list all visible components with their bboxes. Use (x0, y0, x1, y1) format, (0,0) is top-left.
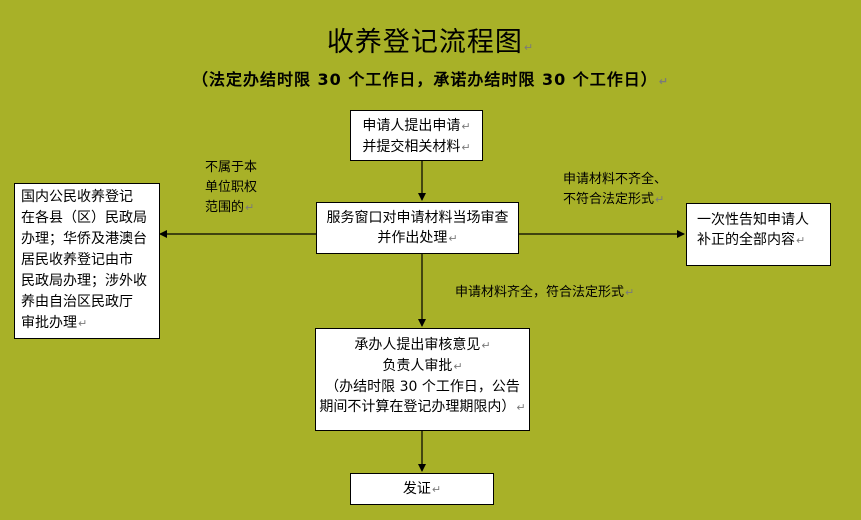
label-complete: 申请材料齐全，符合法定形式↵ (455, 283, 634, 303)
node-line: 发证↵ (402, 481, 442, 497)
node-line: 民政局办理；涉外收 (21, 273, 147, 289)
node-line: 负责人审批↵ (382, 358, 463, 374)
paragraph-mark-icon: ↵ (523, 41, 535, 54)
node-line: 申请人提出申请↵ (362, 118, 471, 134)
label-line: 单位职权 (205, 180, 258, 195)
node-line: 在各县（区）民政局 (21, 210, 147, 226)
subtitle-text: （法定办结时限 30 个工作日，承诺办结时限 30 个工作日） (191, 70, 658, 89)
label-line: 不属于本 (205, 160, 258, 175)
node-apply: 申请人提出申请↵ 并提交相关材料↵ (350, 110, 483, 161)
label-not-jurisdiction: 不属于本 单位职权 范围的↵ (205, 158, 257, 218)
node-line: 审批办理↵ (21, 315, 88, 331)
node-right-notify: 一次性告知申请人 补正的全部内容↵ (686, 203, 831, 266)
node-line: 并提交相关材料↵ (362, 139, 471, 155)
node-line: 养由自治区民政厅 (21, 294, 133, 310)
node-line: 并作出处理↵ (377, 230, 458, 246)
node-line: 期间不计算在登记办理期限内）↵ (319, 399, 526, 415)
node-line: 补正的全部内容↵ (697, 232, 806, 248)
label-line: 不符合法定形式↵ (563, 192, 665, 207)
label-line: 申请材料齐全，符合法定形式↵ (455, 285, 635, 300)
label-incomplete: 申请材料不齐全、 不符合法定形式↵ (563, 170, 667, 210)
node-certificate: 发证↵ (350, 473, 494, 505)
page-subtitle: （法定办结时限 30 个工作日，承诺办结时限 30 个工作日）↵ (0, 66, 861, 90)
node-line: 承办人提出审核意见↵ (354, 337, 491, 353)
label-line: 范围的↵ (205, 200, 255, 215)
node-line: （办结时限 30 个工作日，公告 (325, 379, 520, 395)
page-title: 收养登记流程图↵ (0, 20, 861, 59)
node-approve: 承办人提出审核意见↵ 负责人审批↵ （办结时限 30 个工作日，公告 期间不计算… (315, 328, 530, 431)
node-review: 服务窗口对申请材料当场审查 并作出处理↵ (316, 202, 519, 254)
node-line: 居民收养登记由市 (21, 252, 133, 268)
paragraph-mark-icon: ↵ (658, 75, 670, 88)
node-line: 一次性告知申请人 (697, 212, 809, 228)
node-line: 服务窗口对申请材料当场审查 (326, 210, 509, 226)
title-text: 收养登记流程图 (326, 27, 523, 58)
node-line: 国内公民收养登记 (21, 189, 133, 205)
label-line: 申请材料不齐全、 (563, 172, 668, 187)
node-left-jurisdiction: 国内公民收养登记 在各县（区）民政局 办理；华侨及港澳台 居民收养登记由市 民政… (14, 183, 160, 339)
node-line: 办理；华侨及港澳台 (21, 231, 147, 247)
